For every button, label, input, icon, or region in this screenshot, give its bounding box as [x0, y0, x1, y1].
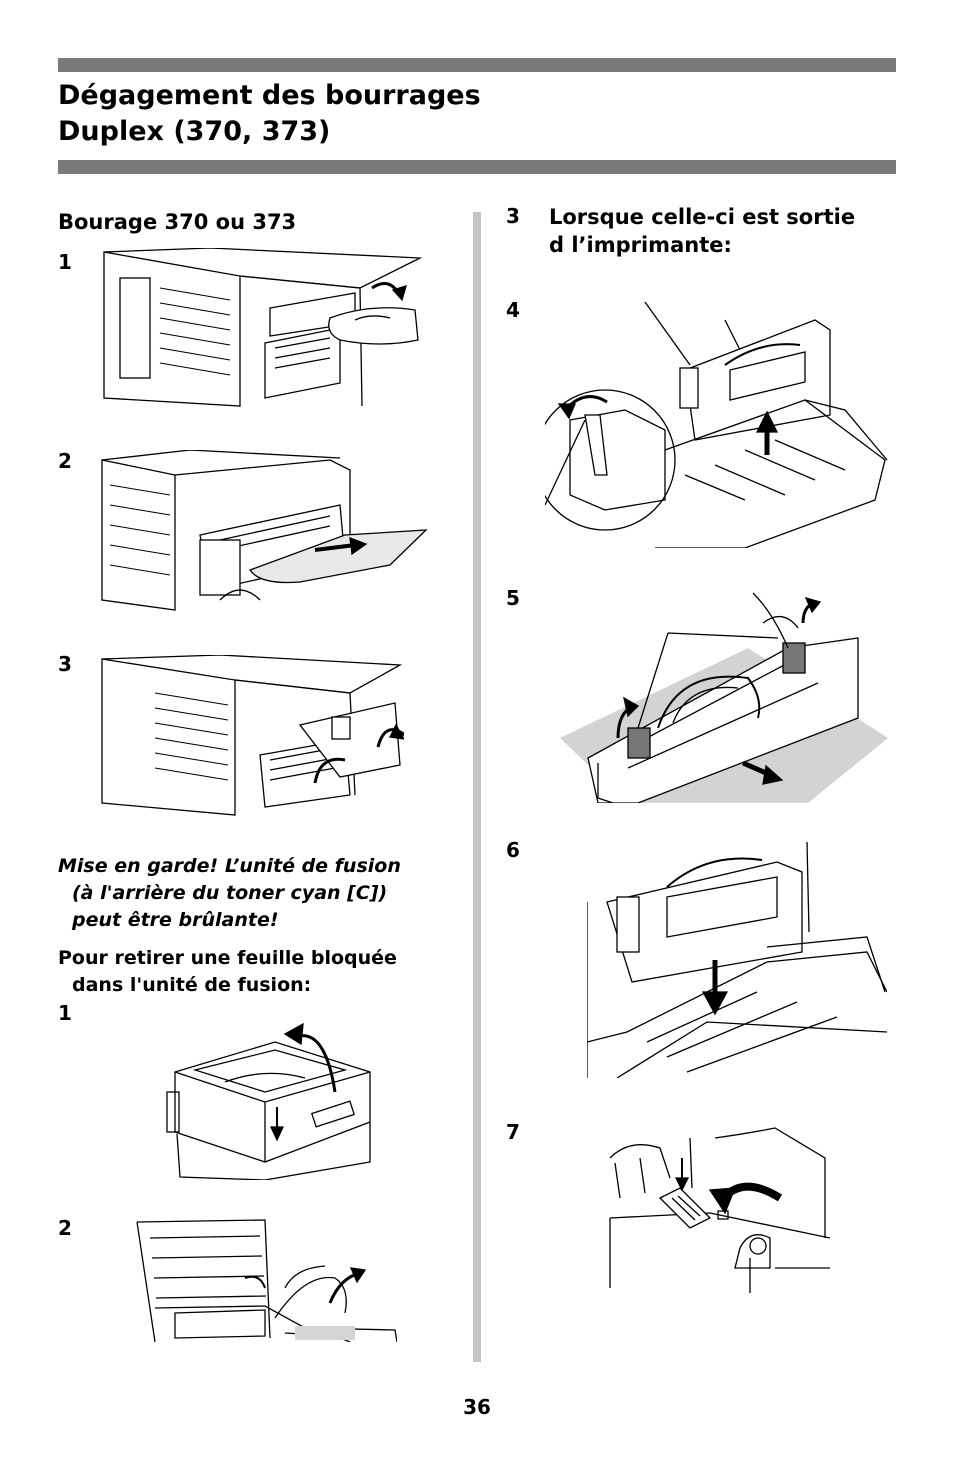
step-number: 3 [506, 204, 520, 228]
top-rule [58, 58, 896, 72]
step-number: 2 [58, 449, 72, 473]
warning-text: Mise en garde! L’unité de fusion (à l'ar… [58, 855, 401, 931]
fuser-instruction: Pour retirer une feuille bloquée dans l'… [58, 947, 397, 996]
duplex-open-illustration [100, 248, 422, 408]
fuser-lift-illustration [545, 300, 890, 548]
step-number: 7 [506, 1120, 520, 1144]
fuser-reinsert-illustration [587, 842, 887, 1078]
step-number: 1 [58, 1001, 72, 1025]
page-number: 36 [463, 1395, 491, 1419]
page-title: Dégagement des bourrages Duplex (370, 37… [58, 80, 481, 147]
duplex-paper-removal-illustration [100, 450, 428, 615]
step-number: 4 [506, 298, 520, 322]
fuser-lock-lever-illustration [600, 1118, 830, 1293]
fuser-levers-illustration [558, 588, 888, 803]
open-top-cover-illustration [165, 1012, 375, 1180]
step-number: 1 [58, 250, 72, 274]
fuser-paper-removal-illustration [135, 1218, 397, 1342]
step-number: 3 [58, 652, 72, 676]
step-number: 2 [58, 1216, 72, 1240]
column-divider [473, 212, 481, 1362]
duplex-close-illustration [100, 655, 404, 817]
step-number: 5 [506, 586, 520, 610]
step3-text: Lorsque celle-ci est sortie d l’impriman… [549, 205, 856, 257]
section-title: Bourage 370 ou 373 [58, 210, 297, 234]
title-bottom-rule [58, 160, 896, 174]
step-number: 6 [506, 838, 520, 862]
